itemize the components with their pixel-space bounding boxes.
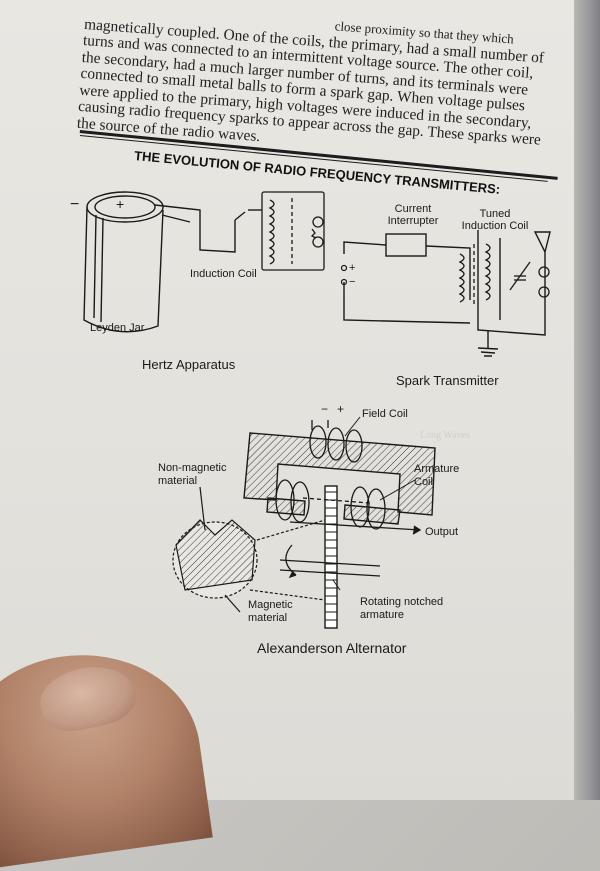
field-coil-label: Field Coil <box>362 408 408 420</box>
induction-coil-icon <box>261 191 325 271</box>
non-magnetic-label: Non-magnetic material <box>158 462 227 487</box>
spark-terminals <box>340 264 348 286</box>
pointer-lines <box>332 416 416 591</box>
field-plus-label: + <box>337 402 345 416</box>
field-coil-icon <box>309 420 363 463</box>
spark-minus-label: − <box>349 276 356 288</box>
spark-plus-label: + <box>349 262 356 274</box>
induction-coil-label: Induction Coil <box>190 268 257 280</box>
leyden-jar <box>83 191 164 333</box>
current-interrupter-label: Current Interrupter <box>387 203 439 227</box>
spark-transmitter-wiring <box>343 230 551 357</box>
output-label: Output <box>425 526 459 538</box>
hertz-caption: Hertz Apparatus <box>142 357 236 372</box>
tuned-induction-coil-icon <box>458 243 550 306</box>
alternator-caption: Alexanderson Alternator <box>257 640 407 656</box>
field-minus-label: − <box>321 402 329 416</box>
alternator-frame <box>243 432 436 629</box>
magnetic-label: Magnetic material <box>248 599 293 624</box>
spark-transmitter-caption: Spark Transmitter <box>396 373 499 388</box>
magnified-detail <box>172 486 326 613</box>
book-edge-icon <box>574 0 600 800</box>
armature-coil-label: Armature Coil <box>414 463 460 488</box>
leyden-jar-label: Leyden Jar <box>90 322 145 334</box>
jar-minus-label: − <box>70 196 80 213</box>
diagrams-svg <box>83 191 551 629</box>
jar-plus-label: + <box>116 196 125 212</box>
hertz-wiring <box>154 204 262 253</box>
shaft <box>279 544 381 579</box>
tuned-induction-coil-label: Tuned Induction Coil <box>461 208 529 232</box>
show-through-text: Long Waves <box>420 430 470 441</box>
rotating-armature-label: Rotating notched armature <box>360 596 444 621</box>
